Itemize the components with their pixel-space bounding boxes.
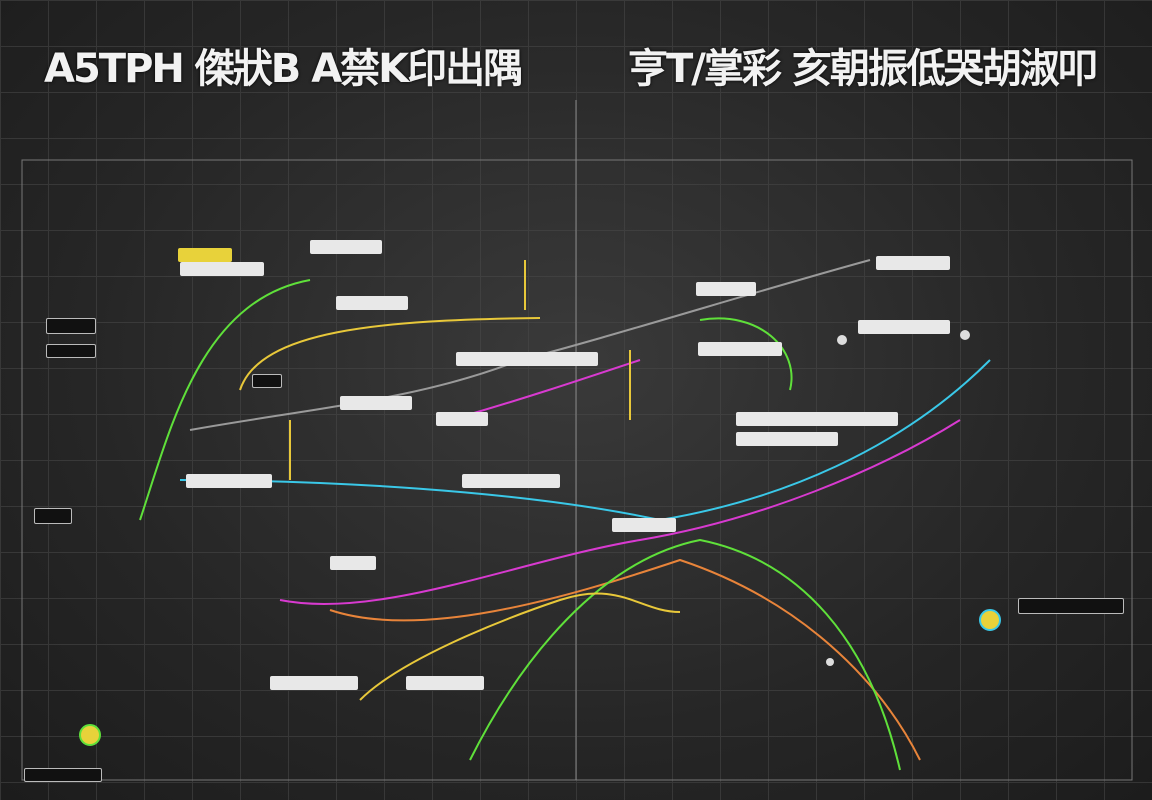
station-label[interactable]	[46, 344, 96, 358]
map-frame	[21, 159, 1133, 781]
station-label[interactable]	[456, 352, 598, 366]
station-label[interactable]	[858, 320, 950, 334]
station-label[interactable]	[330, 556, 376, 570]
station-marker[interactable]	[837, 335, 847, 345]
route-line-cyan	[179, 359, 991, 522]
map-title-left: A5TPH 傑狀B A禁K印出隅	[44, 46, 523, 92]
station-marker[interactable]	[960, 330, 970, 340]
map-title-right: 亨T/掌彩 亥朝振低哭胡淑叩	[628, 46, 1098, 92]
route-line-yellow-2	[359, 592, 681, 701]
station-label[interactable]	[462, 474, 560, 488]
route-line-green-3	[699, 317, 793, 391]
station-marker[interactable]	[79, 724, 101, 746]
station-label[interactable]	[310, 240, 382, 254]
station-label[interactable]	[270, 676, 358, 690]
route-line-magenta-2	[279, 419, 961, 606]
route-line-green-2	[469, 538, 901, 771]
route-line-magenta-1	[449, 359, 641, 421]
station-marker[interactable]	[826, 658, 834, 666]
station-label[interactable]	[24, 768, 102, 782]
station-label[interactable]	[876, 256, 950, 270]
route-connectors	[289, 260, 631, 480]
station-label[interactable]	[340, 396, 412, 410]
station-label[interactable]	[696, 282, 756, 296]
station-label[interactable]	[336, 296, 408, 310]
station-label[interactable]	[736, 412, 898, 426]
route-line-orange	[329, 558, 921, 761]
station-label[interactable]	[698, 342, 782, 356]
station-label[interactable]	[436, 412, 488, 426]
station-label[interactable]	[1018, 598, 1124, 614]
station-label[interactable]	[736, 432, 838, 446]
station-label[interactable]	[406, 676, 484, 690]
station-label[interactable]	[252, 374, 282, 388]
station-label[interactable]	[612, 518, 676, 532]
station-label[interactable]	[180, 262, 264, 276]
station-marker[interactable]	[979, 609, 1001, 631]
route-line-yellow-1	[239, 317, 541, 391]
station-label[interactable]	[34, 508, 72, 524]
route-line-green	[139, 279, 311, 521]
station-label[interactable]	[46, 318, 96, 334]
station-label[interactable]	[186, 474, 272, 488]
station-label[interactable]	[178, 248, 232, 262]
